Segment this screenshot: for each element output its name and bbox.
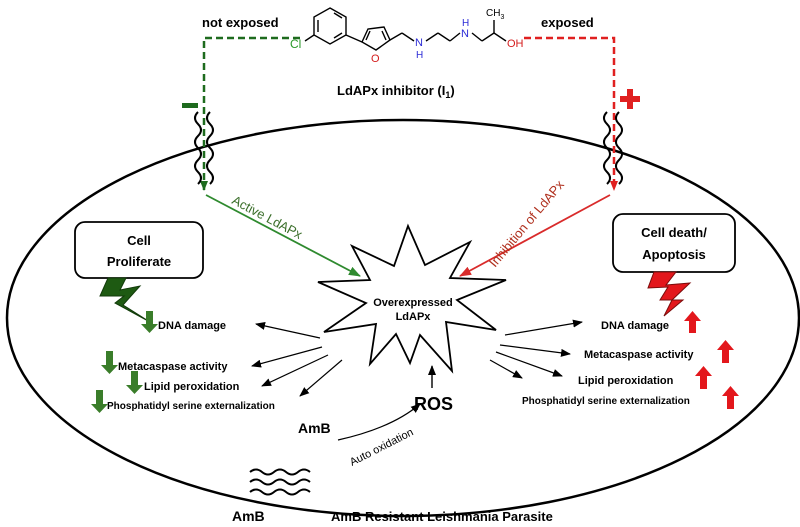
- down-arrow-icon: [141, 311, 158, 333]
- lightning-icon-red: [647, 271, 692, 317]
- molecule-atom-labels: Cl O N H N H OH CH3: [290, 8, 524, 65]
- left-effect-ps: Phosphatidyl serine externalization: [107, 401, 275, 412]
- right-effect-arrows: [489, 319, 583, 379]
- up-arrow-icon: [717, 340, 734, 363]
- left-effect-lipid: Lipid peroxidation: [144, 381, 240, 393]
- atom-ch3: CH3: [486, 8, 504, 21]
- right-effect-metacaspase: Metacaspase activity: [584, 349, 694, 361]
- up-arrow-icon: [695, 366, 712, 389]
- down-arrow-icon: [101, 351, 118, 374]
- left-effects: DNA damage Metacaspase activity Lipid pe…: [107, 320, 275, 412]
- amb-outer-label: AmB: [232, 508, 265, 524]
- atom-n2: N: [461, 28, 469, 40]
- atom-h1: H: [416, 50, 423, 61]
- cell-death-callout: Cell death/ Apoptosis: [612, 213, 736, 317]
- overexpressed-ldapx-burst: [317, 223, 507, 374]
- inhibitor-molecule: [304, 7, 507, 51]
- down-arrow-icon: [91, 390, 108, 413]
- down-arrow-icon: [126, 371, 143, 394]
- atom-cl: Cl: [290, 37, 301, 51]
- left-box-line2: Proliferate: [107, 254, 171, 269]
- left-effect-metacaspase: Metacaspase activity: [118, 361, 228, 373]
- minus-sign: [182, 103, 198, 108]
- membrane-protein-right: [603, 111, 623, 185]
- active-ldapx-arrow: [205, 194, 361, 277]
- left-box-line1: Cell: [127, 233, 151, 248]
- right-effect-ps: Phosphatidyl serine externalization: [522, 396, 690, 407]
- up-arrow-icon: [684, 311, 701, 333]
- left-effect-arrows: [251, 322, 343, 397]
- atom-oh: OH: [507, 38, 524, 50]
- cell-proliferate-callout: Cell Proliferate: [74, 221, 204, 323]
- auto-oxidation-label: Auto oxidation: [348, 426, 416, 468]
- inhibitor-label-main: LdAPx inhibitor (I: [337, 83, 445, 98]
- center-line2: LdAPx: [396, 311, 432, 323]
- right-effect-dna: DNA damage: [601, 320, 669, 332]
- parasite-caption: AmB Resistant Leishmania Parasite: [331, 509, 553, 524]
- exposed-connector: [524, 36, 618, 191]
- inhibition-ldapx-label: Inhibition of LdAPx: [486, 177, 567, 270]
- exposed-label: exposed: [541, 15, 594, 30]
- inhibition-ldapx-arrow: [459, 194, 611, 277]
- not-exposed-connector: [200, 36, 300, 191]
- amb-inner-label: AmB: [298, 420, 331, 436]
- inhibitor-label-end: ): [450, 83, 454, 98]
- lightning-icon-green: [99, 277, 151, 323]
- inhibitor-label-sub: 1: [445, 90, 450, 100]
- right-effects: DNA damage Metacaspase activity Lipid pe…: [522, 320, 694, 407]
- parasite-cell: [5, 118, 800, 518]
- membrane-protein-left: [194, 111, 214, 185]
- active-ldapx-label: Active LdAPx: [230, 192, 306, 242]
- amb-membrane-molecules: [249, 468, 311, 496]
- plus-sign: [620, 89, 640, 109]
- left-effect-dna: DNA damage: [158, 320, 226, 332]
- atom-ch3-sub: 3: [500, 14, 504, 21]
- atom-n1: N: [415, 37, 423, 49]
- atom-ch3-main: CH: [486, 8, 500, 19]
- not-exposed-label: not exposed: [202, 15, 279, 30]
- atom-h2: H: [462, 18, 469, 29]
- atom-o-ring: O: [371, 53, 380, 65]
- ros-label: ROS: [414, 394, 453, 414]
- right-box-line2: Apoptosis: [642, 247, 706, 262]
- auto-oxidation-arrow: [337, 403, 421, 441]
- right-up-arrows: [684, 311, 739, 409]
- right-box-line1: Cell death/: [641, 225, 707, 240]
- inhibitor-label: LdAPx inhibitor (I1): [337, 83, 455, 100]
- right-effect-lipid: Lipid peroxidation: [578, 375, 674, 387]
- up-arrow-icon: [722, 386, 739, 409]
- center-line1: Overexpressed: [373, 297, 453, 309]
- left-down-arrows: [91, 311, 158, 413]
